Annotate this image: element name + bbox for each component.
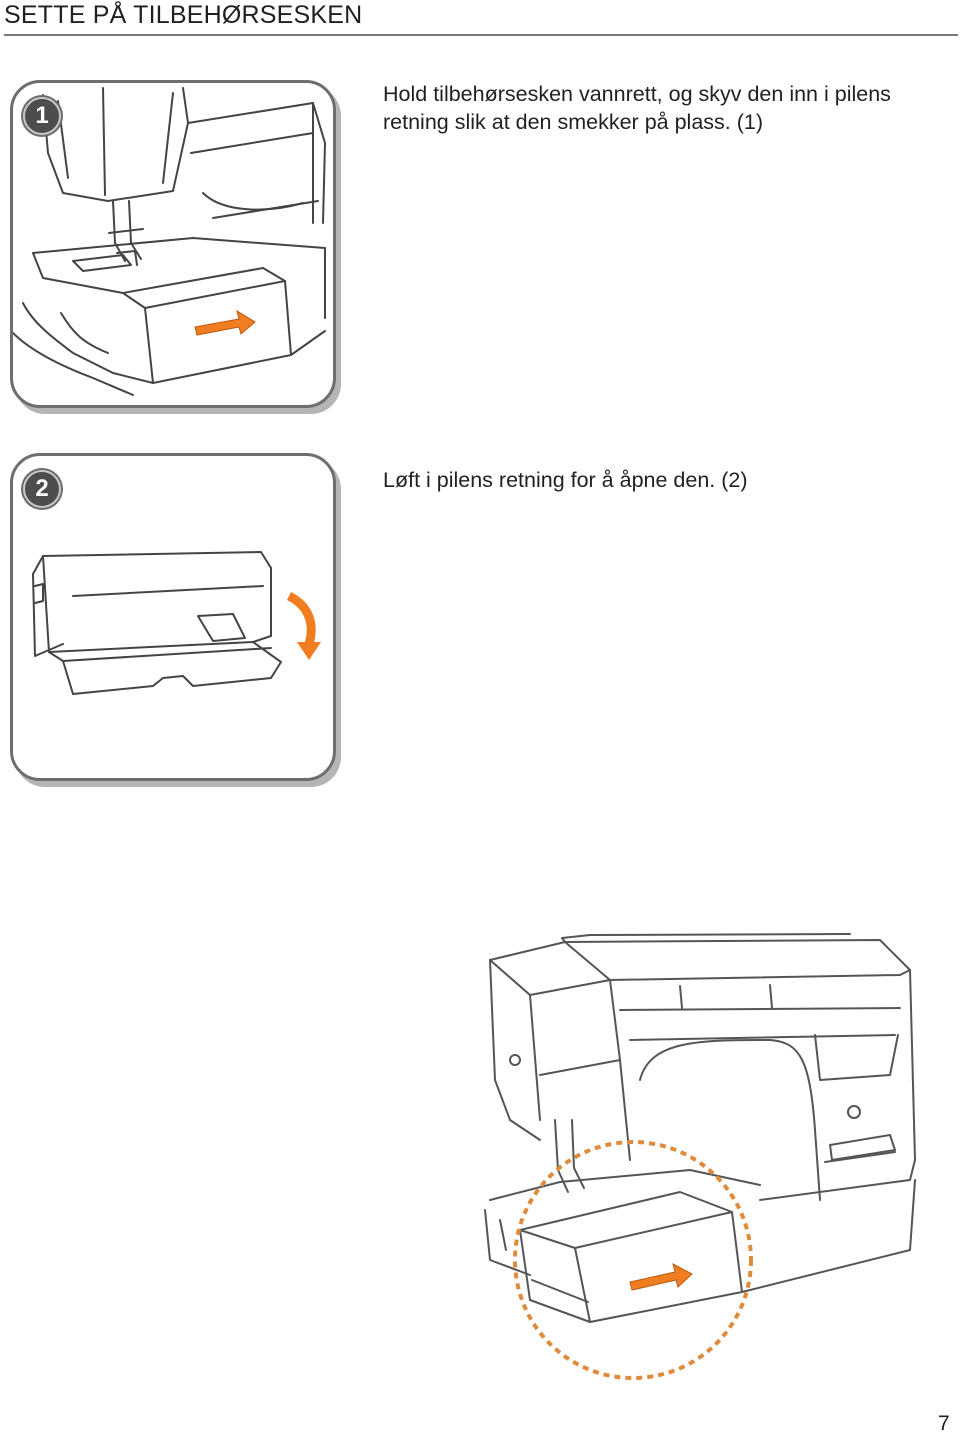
step-2-line-1: Løft i pilens retning for å åpne den. (2… xyxy=(383,468,748,492)
step-2-badge: 2 xyxy=(23,470,61,508)
page-title: SETTE PÅ TILBEHØRSESKEN xyxy=(4,1,363,29)
sewing-machine-overview-illustration xyxy=(484,933,916,1380)
step-1-line-1: Hold tilbehørsesken vannrett, og skyv de… xyxy=(383,82,891,106)
step-1-instructions: Hold tilbehørsesken vannrett, og skyv de… xyxy=(383,80,891,136)
step-number: 1 xyxy=(35,102,49,129)
step-number: 2 xyxy=(35,475,49,502)
step-1-illustration-panel: 1 xyxy=(10,80,336,408)
highlight-circle xyxy=(513,1140,753,1380)
open-accessory-box-illustration xyxy=(32,551,321,695)
step-1-badge: 1 xyxy=(23,97,61,135)
push-right-arrow-icon xyxy=(629,1263,693,1291)
title-rule xyxy=(4,34,958,36)
page-number: 7 xyxy=(938,1412,950,1435)
step-2-instructions: Løft i pilens retning for å åpne den. (2… xyxy=(383,466,748,494)
step-1-line-2: retning slik at den smekker på plass. (1… xyxy=(383,110,763,134)
push-right-arrow-icon xyxy=(194,309,256,336)
rotate-down-arrow-icon xyxy=(286,591,321,660)
sewing-machine-closeup-illustration xyxy=(13,87,326,396)
step-2-illustration-panel: 2 xyxy=(10,453,336,781)
